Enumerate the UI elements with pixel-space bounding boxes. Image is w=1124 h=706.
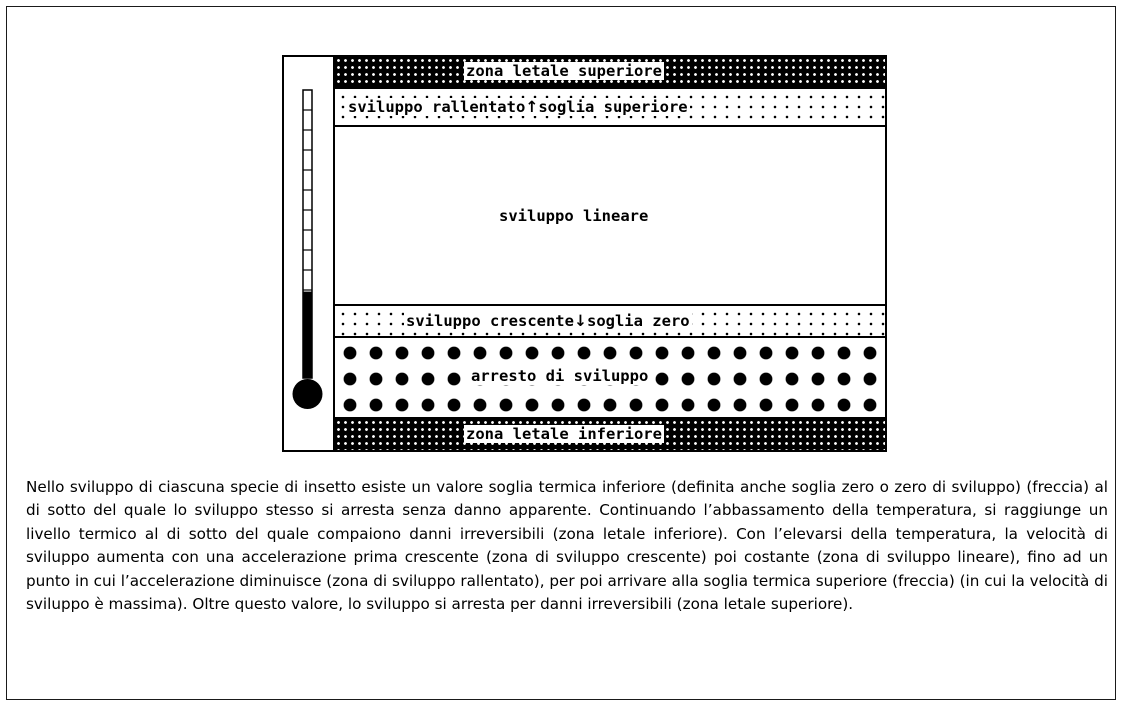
lethal-lower-label: zona letale inferiore	[464, 425, 664, 443]
figure-frame: zona letale superiore sviluppo rallentat…	[6, 6, 1116, 700]
linear-development-band: sviluppo lineare	[335, 127, 885, 304]
divider	[335, 304, 885, 306]
thermometer-column	[284, 57, 335, 450]
increasing-development-band: sviluppo crescente↓soglia zero	[335, 306, 885, 336]
figure-caption: Nello sviluppo di ciascuna specie di ins…	[26, 478, 1108, 614]
zero-threshold-text: soglia zero	[586, 312, 690, 330]
upper-threshold-arrow-icon: ↑	[525, 98, 539, 116]
development-arrest-label: arresto di sviluppo	[469, 367, 651, 385]
temperature-zones-diagram: zona letale superiore sviluppo rallentat…	[282, 55, 887, 452]
increasing-development-label: sviluppo crescente↓soglia zero	[404, 312, 692, 330]
divider	[335, 125, 885, 127]
lethal-upper-band: zona letale superiore	[335, 57, 885, 87]
slowed-development-label: sviluppo rallentato↑soglia superiore	[346, 98, 690, 116]
slowed-development-band: sviluppo rallentato↑soglia superiore	[335, 89, 885, 125]
lethal-upper-label: zona letale superiore	[464, 62, 664, 80]
divider	[335, 336, 885, 338]
thermometer-icon	[292, 89, 323, 409]
thermometer-mercury	[303, 291, 312, 378]
development-arrest-band: arresto di sviluppo	[335, 338, 885, 417]
divider	[335, 417, 885, 419]
zero-threshold-arrow-icon: ↓	[573, 312, 587, 330]
slowed-development-text: sviluppo rallentato	[348, 98, 526, 116]
zone-bands: zona letale superiore sviluppo rallentat…	[335, 57, 885, 450]
divider	[335, 87, 885, 89]
upper-threshold-text: soglia superiore	[538, 98, 688, 116]
linear-development-label: sviluppo lineare	[497, 207, 651, 225]
lethal-lower-band: zona letale inferiore	[335, 419, 885, 450]
increasing-development-text: sviluppo crescente	[406, 312, 574, 330]
